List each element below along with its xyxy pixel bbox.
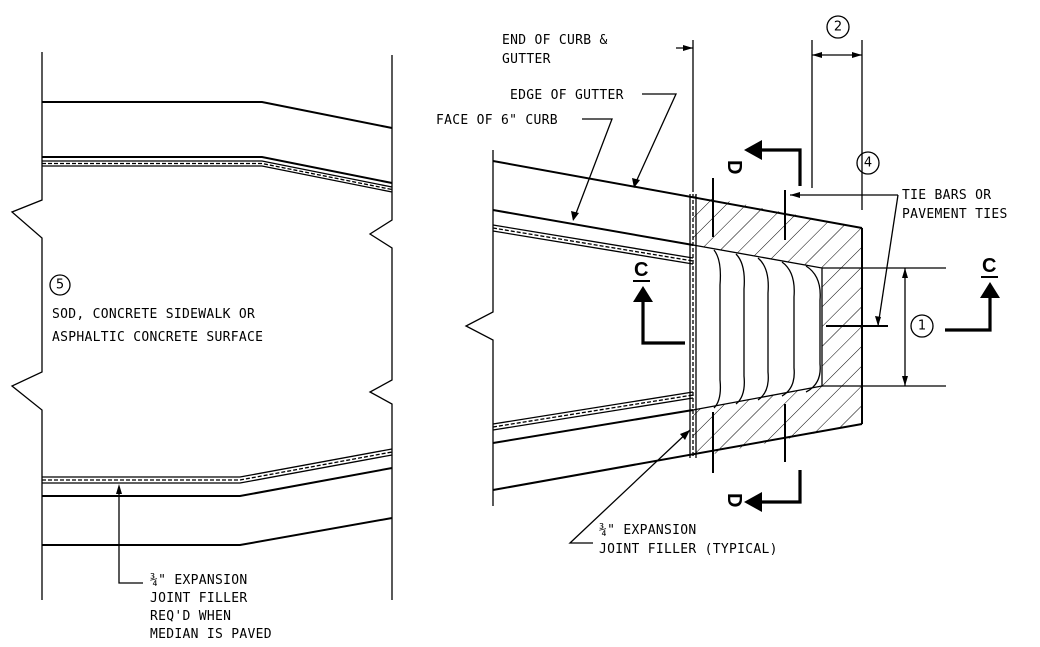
left-view: 5 SOD, CONCRETE SIDEWALK OR ASPHALTIC CO… (10, 52, 393, 642)
section-c-left-arrow (641, 300, 685, 345)
left-note-line-2: ASPHALTIC CONCRETE SURFACE (52, 330, 263, 345)
right-gutter-bot-f2 (492, 397, 694, 431)
left-filler-line-1: ¾" EXPANSION (150, 573, 248, 588)
left-filler-arrow (116, 484, 122, 494)
exp-joint-label-1: ¾" EXPANSION (599, 523, 697, 538)
left-top-filler-a (42, 160, 393, 188)
callout-1-number: 1 (918, 319, 926, 334)
left-bot-filler-a (42, 448, 393, 478)
tie-bars-label-1: TIE BARS OR (902, 188, 991, 203)
taper-curve-3 (757, 257, 769, 401)
taper-curve-1 (713, 249, 722, 409)
tie-leader-end (877, 194, 899, 327)
edge-gutter-label: EDGE OF GUTTER (510, 88, 624, 103)
tie-leader-end-arrow (875, 316, 881, 326)
exp-joint-leader (568, 429, 691, 544)
face-curb-label: FACE OF 6" CURB (436, 113, 558, 128)
right-gutter-top-fd (492, 227, 694, 262)
end-curb-label-2: GUTTER (502, 52, 551, 67)
right-top-line (492, 160, 863, 229)
right-view: 1 2 END OF CURB & GUTTER EDGE OF GUTTER … (436, 15, 1008, 557)
right-gutter-bot-fd (492, 394, 694, 428)
left-filler-leader (118, 494, 143, 584)
left-top-line-1 (42, 101, 393, 129)
left-filler-line-2: JOINT FILLER (150, 591, 248, 606)
right-gutter-bot-1 (492, 409, 694, 444)
left-bot-line-1 (42, 467, 393, 497)
left-top-filler-b (42, 165, 393, 193)
section-c-right-head (980, 282, 1000, 298)
taper-curve-2 (735, 253, 745, 405)
end-curb-arrow (683, 45, 693, 51)
tie-leader-top-arrow (790, 192, 800, 198)
left-filler-line-4: MEDIAN IS PAVED (150, 627, 272, 642)
dim2-arrow-right (852, 52, 862, 58)
edge-gutter-leader (635, 93, 678, 183)
section-d-top-arrow (760, 148, 802, 186)
section-c-right-label: C (982, 255, 996, 277)
left-bot-line-2 (42, 517, 393, 546)
left-note-line-1: SOD, CONCRETE SIDEWALK OR (52, 307, 255, 322)
right-bottom-line (492, 423, 863, 491)
callout-2-circle (826, 15, 850, 39)
right-gutter-top-f2 (492, 230, 694, 265)
taper-region (693, 245, 822, 410)
section-c-right-arrow (945, 296, 992, 332)
left-top-line-2 (42, 156, 393, 184)
taper-outline (692, 244, 823, 411)
exp-joint-label-2: JOINT FILLER (TYPICAL) (599, 542, 778, 557)
face-curb-leader (574, 118, 613, 217)
left-break-line-b (368, 55, 393, 600)
taper-curve-4 (781, 261, 795, 397)
section-c-left-head (633, 286, 653, 302)
tie-bars-label-2: PAVEMENT TIES (902, 207, 1008, 222)
callout-1-circle (910, 314, 934, 338)
left-break-line-a (10, 52, 43, 600)
section-c-left-label: C (634, 259, 648, 281)
left-top-filler-dash (42, 162, 393, 191)
end-curb-label-1: END OF CURB & (502, 33, 608, 48)
section-d-bot-head (744, 492, 762, 512)
taper-curve-5 (805, 265, 821, 393)
face-curb-arrow (571, 211, 579, 221)
section-d-bot-arrow (760, 470, 802, 504)
callout-4-number: 4 (864, 156, 872, 171)
callout-2-number: 2 (834, 20, 842, 35)
section-d-top-head (744, 140, 762, 160)
right-gutter-top-1 (492, 209, 694, 246)
callout-5-number: 5 (56, 278, 64, 293)
callout-4-circle (856, 151, 880, 175)
right-break-line (464, 150, 494, 506)
callout-5-circle (49, 274, 71, 296)
right-gutter-top-f1 (492, 224, 694, 259)
left-bot-filler-b (42, 454, 393, 484)
dim2-arrow-left (812, 52, 822, 58)
edge-gutter-arrow (632, 178, 640, 188)
dim1-arrow-bot (902, 376, 908, 386)
left-bot-filler-dash (42, 451, 393, 481)
section-d-top-label: D (723, 160, 745, 174)
exp-joint-arrow (680, 430, 690, 440)
dim1-arrow-top (902, 268, 908, 278)
left-filler-line-3: REQ'D WHEN (150, 609, 231, 624)
right-gutter-bot-f1 (492, 391, 694, 425)
section-d-bot-label: D (723, 493, 745, 507)
